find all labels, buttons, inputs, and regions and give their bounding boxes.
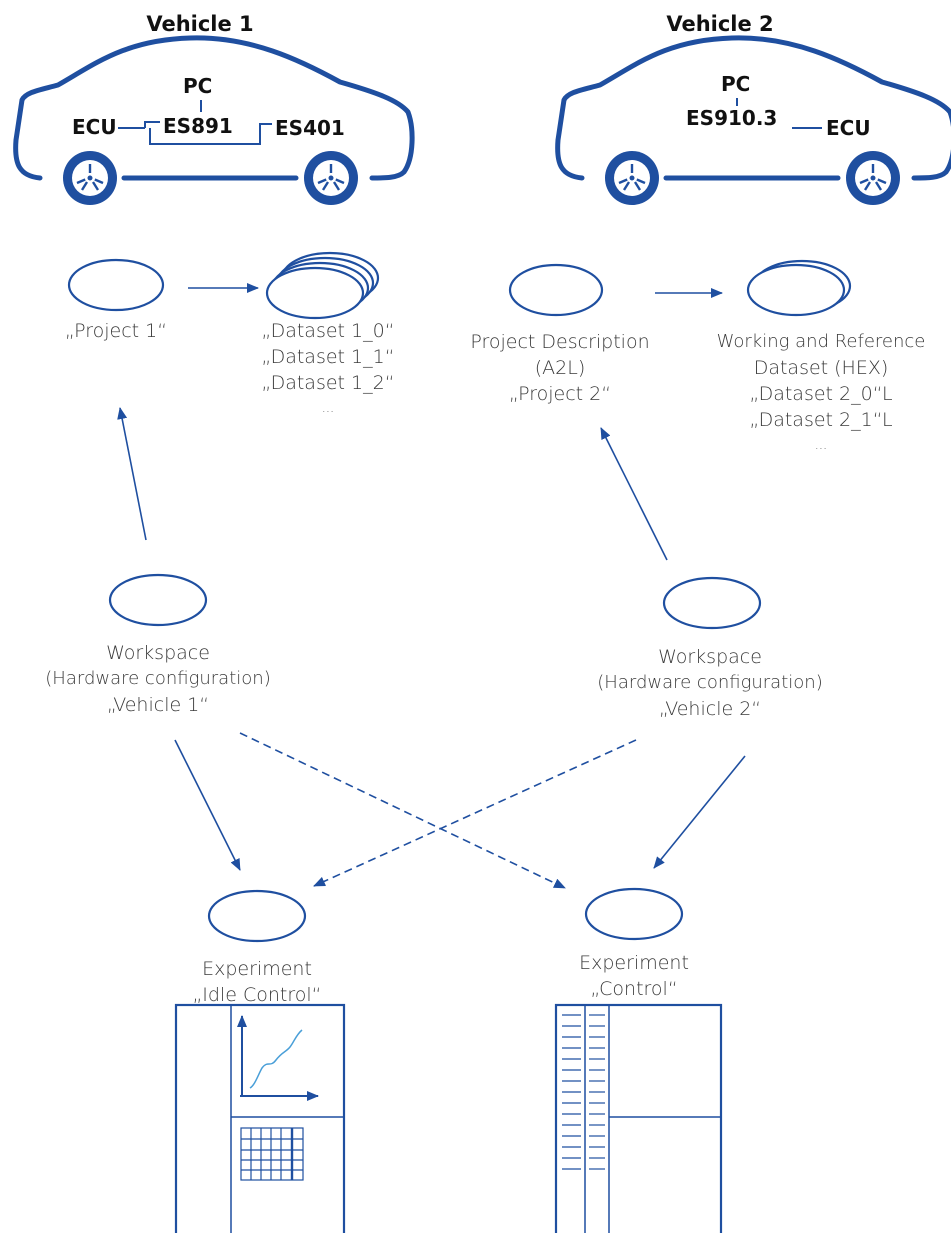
dataset2-line1: Working and Reference bbox=[716, 331, 926, 352]
dataset2-more: ... bbox=[814, 438, 828, 453]
vehicle2-module-label: ES910.3 bbox=[686, 106, 778, 130]
arrow-workspace1-to-project1 bbox=[117, 407, 147, 541]
project1-label: „Project 1“ bbox=[64, 320, 168, 342]
dataset1-0: „Dataset 1_0“ bbox=[261, 320, 395, 342]
project2-line2: (A2L) bbox=[534, 357, 586, 379]
datasets2-node bbox=[746, 259, 852, 317]
vehicle1-module-label: ES891 bbox=[163, 114, 233, 138]
datasets1-node bbox=[265, 251, 380, 320]
datasets1-list: „Dataset 1_0“ „Dataset 1_1“ „Dataset 1_2… bbox=[238, 318, 418, 422]
experiment1-label: Experiment „Idle Control“ bbox=[167, 956, 347, 1008]
dataset1-1: „Dataset 1_1“ bbox=[261, 346, 395, 368]
experiment2-line2: „Control“ bbox=[590, 978, 678, 1000]
vehicle2-wiring bbox=[736, 98, 822, 129]
vehicle1-wiring bbox=[118, 100, 272, 145]
dataset2-0: „Dataset 2_0“L bbox=[749, 383, 893, 405]
arrow-workspace2-to-project2 bbox=[600, 427, 668, 561]
experiment1-line2: „Idle Control“ bbox=[192, 984, 322, 1006]
experiment1-line1: Experiment bbox=[202, 958, 312, 980]
workspace1-line3: „Vehicle 1“ bbox=[106, 694, 210, 716]
workspace1-node bbox=[108, 573, 208, 627]
project2-line3: „Project 2“ bbox=[508, 383, 612, 405]
datasets2-list: Working and Reference Dataset (HEX) „Dat… bbox=[696, 329, 946, 459]
vehicle1-ecu-label: ECU bbox=[72, 115, 117, 139]
vehicle2-ecu-label: ECU bbox=[826, 116, 871, 140]
dataset2-line2: Dataset (HEX) bbox=[753, 357, 889, 379]
experiment2-node bbox=[584, 887, 684, 941]
experiment1-screen-icon bbox=[174, 1003, 346, 1233]
project1-node bbox=[67, 258, 165, 312]
workspace2-node bbox=[662, 576, 762, 630]
arrow-workspace2-to-experiment1 bbox=[313, 739, 637, 887]
project2-line1: Project Description bbox=[470, 331, 650, 353]
workspace1-label: Workspace (Hardware configuration) „Vehi… bbox=[18, 640, 298, 718]
vehicle2-pc-label: PC bbox=[721, 72, 751, 96]
dataset1-more: ... bbox=[321, 401, 335, 416]
workspace2-line1: Workspace bbox=[658, 646, 762, 668]
dataset1-2: „Dataset 1_2“ bbox=[261, 372, 395, 394]
car-2-icon bbox=[555, 35, 951, 207]
workspace1-line2: (Hardware configuration) bbox=[45, 668, 271, 689]
arrow-workspace1-to-experiment1 bbox=[174, 739, 241, 871]
workspace1-line1: Workspace bbox=[106, 642, 210, 664]
arrow-workspace1-to-experiment2 bbox=[239, 732, 566, 889]
workspace2-line3: „Vehicle 2“ bbox=[658, 698, 762, 720]
project2-node bbox=[508, 263, 604, 317]
project2-label: Project Description (A2L) „Project 2“ bbox=[440, 329, 680, 407]
dataset2-1: „Dataset 2_1“L bbox=[749, 409, 893, 431]
workspace2-label: Workspace (Hardware configuration) „Vehi… bbox=[570, 644, 850, 722]
vehicle1-pc-label: PC bbox=[183, 74, 213, 98]
experiment1-node bbox=[207, 889, 307, 943]
experiment2-label: Experiment „Control“ bbox=[544, 950, 724, 1002]
vehicle1-module2-label: ES401 bbox=[275, 116, 345, 140]
vehicle1-title: Vehicle 1 bbox=[146, 12, 254, 36]
workspace2-line2: (Hardware configuration) bbox=[597, 672, 823, 693]
arrow-workspace2-to-experiment2 bbox=[653, 755, 746, 869]
experiment2-screen-icon bbox=[554, 1003, 723, 1233]
experiment2-line1: Experiment bbox=[579, 952, 689, 974]
vehicle2-title: Vehicle 2 bbox=[666, 12, 774, 36]
car-1-icon bbox=[13, 35, 415, 207]
